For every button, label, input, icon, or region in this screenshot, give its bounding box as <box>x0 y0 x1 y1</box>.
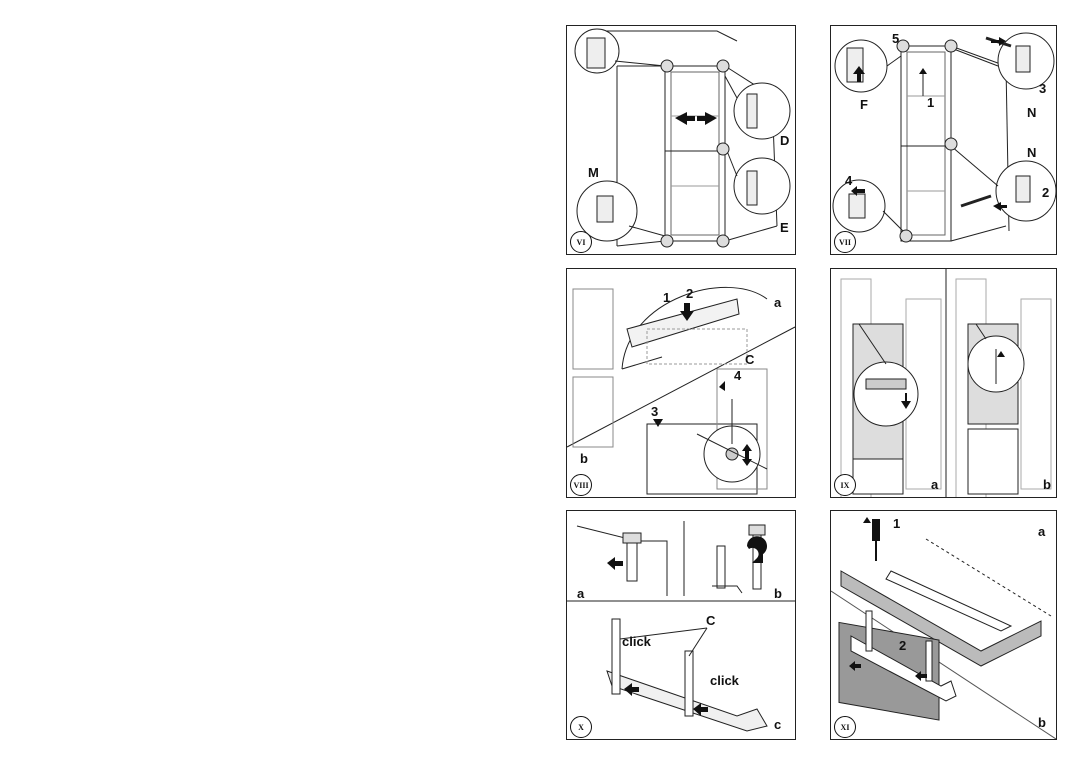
label-b: b <box>1043 477 1051 492</box>
figure-number-badge: IX <box>834 474 856 496</box>
figure-x: a b C click click c X <box>566 510 796 740</box>
figure-number-badge: VI <box>570 231 592 253</box>
label-c: C <box>745 352 755 367</box>
figure-number-badge: VII <box>834 231 856 253</box>
label-b: b <box>774 586 782 601</box>
label-d: D <box>780 133 790 148</box>
figure-vii: 5 1 3 F N N 4 2 VII <box>830 25 1057 255</box>
label-3: 3 <box>651 404 659 419</box>
label-4: 4 <box>845 173 853 188</box>
label-a: a <box>1038 524 1046 539</box>
label-c-component: C <box>706 613 716 628</box>
label-a: a <box>774 295 782 310</box>
label-2: 2 <box>686 286 694 301</box>
figure-x-drawing <box>567 521 795 732</box>
label-1: 1 <box>927 95 935 110</box>
figure-vi-drawing <box>574 28 791 248</box>
label-2: 2 <box>1042 185 1050 200</box>
click-label-right: click <box>710 673 739 688</box>
figure-number-badge: XI <box>834 716 856 738</box>
figure-ix: a b IX <box>830 268 1057 498</box>
figure-ix-drawing <box>840 269 1052 497</box>
label-4: 4 <box>734 368 742 383</box>
figure-xi: 1 a 2 b XI <box>830 510 1057 740</box>
figure-number-badge: VIII <box>570 474 592 496</box>
label-5: 5 <box>892 31 900 46</box>
label-b: b <box>580 451 588 466</box>
label-m: M <box>588 165 599 180</box>
label-a: a <box>931 477 939 492</box>
label-2: 2 <box>899 638 907 653</box>
figure-vii-drawing <box>832 32 1056 243</box>
figure-vi: M D E VI <box>566 25 796 255</box>
label-1: 1 <box>663 290 671 305</box>
label-n-top: N <box>1027 105 1037 120</box>
label-f: F <box>860 97 868 112</box>
figure-viii-drawing <box>567 286 795 495</box>
figure-number-badge: X <box>570 716 592 738</box>
figure-viii: 1 2 a C 4 3 b VIII <box>566 268 796 498</box>
click-label-left: click <box>622 634 651 649</box>
label-e: E <box>780 220 789 235</box>
label-c-subfigure: c <box>774 717 782 732</box>
label-n-bottom: N <box>1027 145 1037 160</box>
label-1: 1 <box>893 516 901 531</box>
label-3: 3 <box>1039 81 1047 96</box>
label-b: b <box>1038 715 1046 730</box>
figure-xi-drawing <box>831 517 1056 739</box>
label-a: a <box>577 586 585 601</box>
